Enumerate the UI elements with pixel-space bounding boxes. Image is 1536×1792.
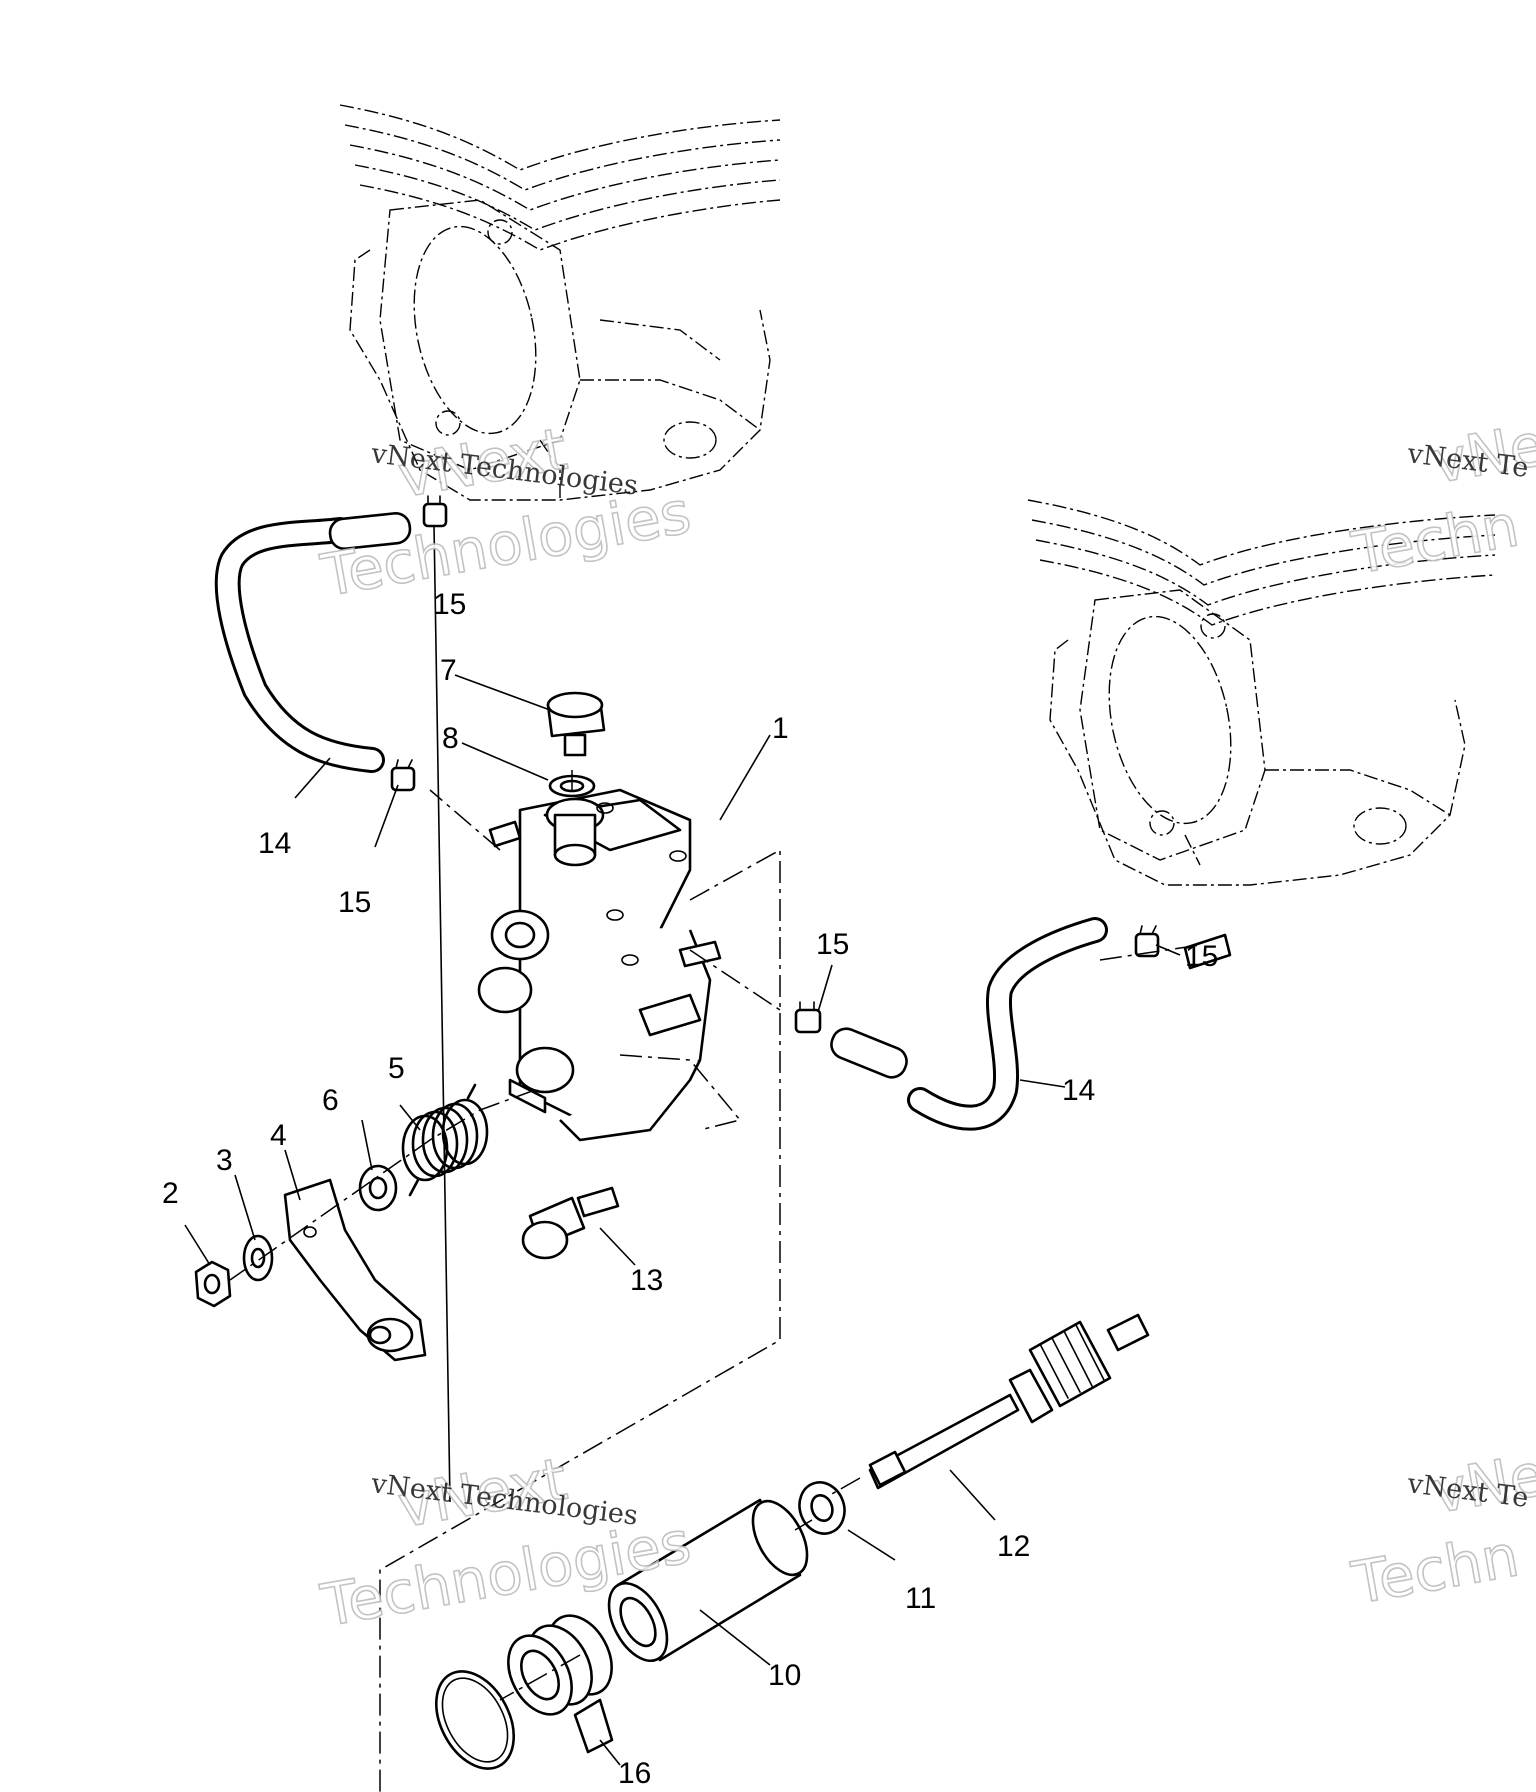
engine-cylinder-left [339,104,781,501]
callout-16: 16 [618,1757,651,1790]
watermark-big-3b: Techn [1347,491,1524,587]
hex-nut [194,1260,232,1308]
assembly-centerlines [229,770,1201,1792]
hose-clamp-middle [794,1001,822,1034]
callout-7: 7 [440,654,457,687]
hose-clamp-top [422,495,448,528]
callout-12: 12 [997,1530,1030,1563]
oil-hose-right [830,917,1108,1131]
watermark-big-4a: vNe [1427,1440,1536,1527]
hose-clamp-left [390,759,416,792]
mounting-bolt [521,1186,620,1260]
callout-15-right: 15 [1185,940,1218,973]
callout-14-right: 14 [1062,1074,1095,1107]
callout-14-left: 14 [258,827,291,860]
callout-4: 4 [270,1119,287,1152]
spring-washer [358,1164,398,1212]
callout-11: 11 [905,1582,936,1615]
leader-lines [184,524,1181,1766]
callout-2: 2 [162,1177,179,1210]
o-ring [435,1670,515,1770]
oil-seal [507,1614,614,1754]
hose-clamp-right [1134,925,1232,970]
callout-6: 6 [322,1084,339,1117]
callout-15-middle: 15 [816,928,849,961]
callout-numbers: 1 2 3 4 5 6 7 8 10 11 12 13 14 14 15 15 … [162,588,1218,1790]
lock-washer [242,1234,274,1282]
watermark-big-4b: Techn [1347,1521,1524,1617]
callout-15-top: 15 [433,588,466,621]
callout-10: 10 [768,1659,801,1692]
callout-8: 8 [442,722,459,755]
callout-13: 13 [630,1264,663,1297]
callout-5: 5 [388,1052,405,1085]
banjo-bolt [546,691,606,757]
callout-1: 1 [772,712,789,745]
shaft-bushing [607,1498,809,1663]
watermark-big-1b: Technologies [316,478,696,610]
callout-3: 3 [216,1144,233,1177]
drive-gear-shaft [868,1313,1150,1490]
engine-cylinder-right [1027,499,1496,886]
oil-pump-body [477,788,722,1142]
pump-control-lever [283,1178,427,1362]
oil-hose-left [214,511,412,773]
callout-15-left: 15 [338,886,371,919]
